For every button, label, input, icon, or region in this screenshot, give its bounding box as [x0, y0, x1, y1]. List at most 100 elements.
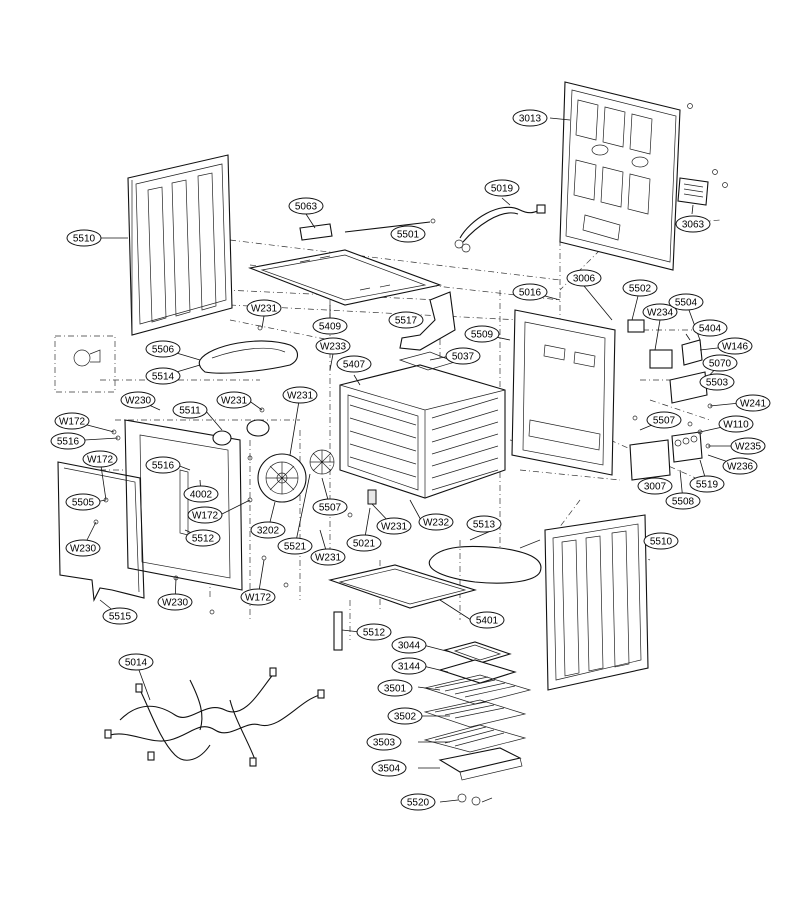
- callout-text: 5516: [57, 437, 80, 448]
- bake-element: [428, 539, 542, 584]
- control-board: [629, 431, 703, 481]
- callout-5520: 5520: [400, 793, 436, 811]
- callout-3063: 3063: [675, 215, 711, 233]
- callout-5503: 5503: [699, 373, 735, 391]
- callout-text: W110: [723, 420, 749, 431]
- callout-5513: 5513: [466, 515, 502, 533]
- callout-3503: 3503: [366, 733, 402, 751]
- callout-bubble: [692, 319, 728, 337]
- callout-w236: W236: [722, 457, 758, 475]
- callout-text: 5014: [125, 658, 148, 669]
- callout-bubble: [145, 340, 181, 358]
- callout-3044: 3044: [391, 636, 427, 654]
- callout-text: 5513: [473, 520, 496, 531]
- callout-bubble: [730, 437, 766, 455]
- wire-harness: [104, 667, 325, 767]
- callout-text: 5510: [73, 234, 96, 245]
- callout-bubble: [50, 432, 86, 450]
- callout-w172: W172: [240, 588, 276, 606]
- callout-3504: 3504: [371, 759, 407, 777]
- bracket-3063: [677, 177, 709, 206]
- callout-w146: W146: [717, 337, 753, 355]
- callout-bubble: [312, 317, 348, 335]
- callout-text: W236: [727, 462, 754, 473]
- convection-fan: [257, 453, 307, 503]
- callout-w231: W231: [376, 517, 412, 535]
- callout-5508: 5508: [665, 492, 701, 510]
- callout-text: W241: [740, 399, 767, 410]
- callout-text: W231: [221, 396, 248, 407]
- callout-bubble: [376, 517, 412, 535]
- callout-w234: W234: [642, 303, 678, 321]
- callout-5501: 5501: [390, 225, 426, 243]
- callout-text: 5512: [192, 534, 215, 545]
- callout-5509: 5509: [464, 325, 500, 343]
- callout-text: 5070: [709, 359, 732, 370]
- callout-5037: 5037: [445, 347, 481, 365]
- callout-bubble: [646, 411, 682, 429]
- callout-5407: 5407: [336, 355, 372, 373]
- fan-blade: [309, 449, 335, 475]
- callout-text: W231: [381, 522, 408, 533]
- wire-5019: [454, 204, 546, 253]
- callout-text: 5409: [319, 322, 342, 333]
- callout-bubble: [391, 657, 427, 675]
- broiler-grid-3144: [438, 659, 517, 684]
- callout-bubble: [391, 636, 427, 654]
- callout-text: 5506: [152, 345, 175, 356]
- callout-3502: 3502: [387, 707, 423, 725]
- callout-bubble: [484, 179, 520, 197]
- callout-bubble: [288, 197, 324, 215]
- callout-3007: 3007: [637, 477, 673, 495]
- callout-text: 5515: [109, 612, 132, 623]
- callout-text: 5519: [696, 480, 719, 491]
- callout-3144: 3144: [391, 657, 427, 675]
- callout-text: 3503: [373, 738, 396, 749]
- callout-5404: 5404: [692, 319, 728, 337]
- callout-text: 5512: [363, 628, 386, 639]
- callout-bubble: [643, 532, 679, 550]
- callout-text: 3006: [573, 274, 596, 285]
- callout-text: 5037: [452, 352, 475, 363]
- callout-text: W231: [315, 553, 342, 564]
- callout-text: 3504: [378, 764, 401, 775]
- callout-bubble: [187, 506, 223, 524]
- callout-5519: 5519: [689, 475, 725, 493]
- callout-bubble: [65, 539, 101, 557]
- callout-bubble: [118, 653, 154, 671]
- callout-text: 5505: [72, 498, 95, 509]
- callout-text: 3502: [394, 712, 417, 723]
- callout-w230: W230: [120, 391, 156, 409]
- callout-w172: W172: [82, 450, 118, 468]
- callout-w235: W235: [730, 437, 766, 455]
- bracket-5502: [627, 319, 673, 369]
- callout-bubble: [356, 623, 392, 641]
- callout-bubble: [336, 355, 372, 373]
- callout-bubble: [246, 299, 282, 317]
- callout-text: W233: [320, 342, 347, 353]
- callout-bubble: [642, 303, 678, 321]
- oven-rack-3503: [423, 724, 527, 753]
- callout-w230: W230: [157, 593, 193, 611]
- callout-5507: 5507: [312, 498, 348, 516]
- callout-text: 4002: [190, 490, 213, 501]
- callout-w172: W172: [54, 412, 90, 430]
- callout-text: W232: [423, 518, 450, 529]
- broiler-pan-3044: [443, 641, 512, 664]
- callout-bubble: [566, 269, 602, 287]
- oven-rack-3501: [423, 674, 532, 705]
- callout-bubble: [120, 391, 156, 409]
- callout-w232: W232: [418, 513, 454, 531]
- callout-bubble: [388, 311, 424, 329]
- callout-bubble: [418, 513, 454, 531]
- callout-3006: 3006: [566, 269, 602, 287]
- callout-text: 3007: [644, 482, 667, 493]
- callout-w231: W231: [246, 299, 282, 317]
- callout-text: W231: [251, 304, 278, 315]
- callout-bubble: [102, 607, 138, 625]
- oven-cavity: [339, 364, 506, 505]
- callout-bubble: [366, 733, 402, 751]
- light-socket-5511: [212, 419, 270, 446]
- callout-bubble: [315, 337, 351, 355]
